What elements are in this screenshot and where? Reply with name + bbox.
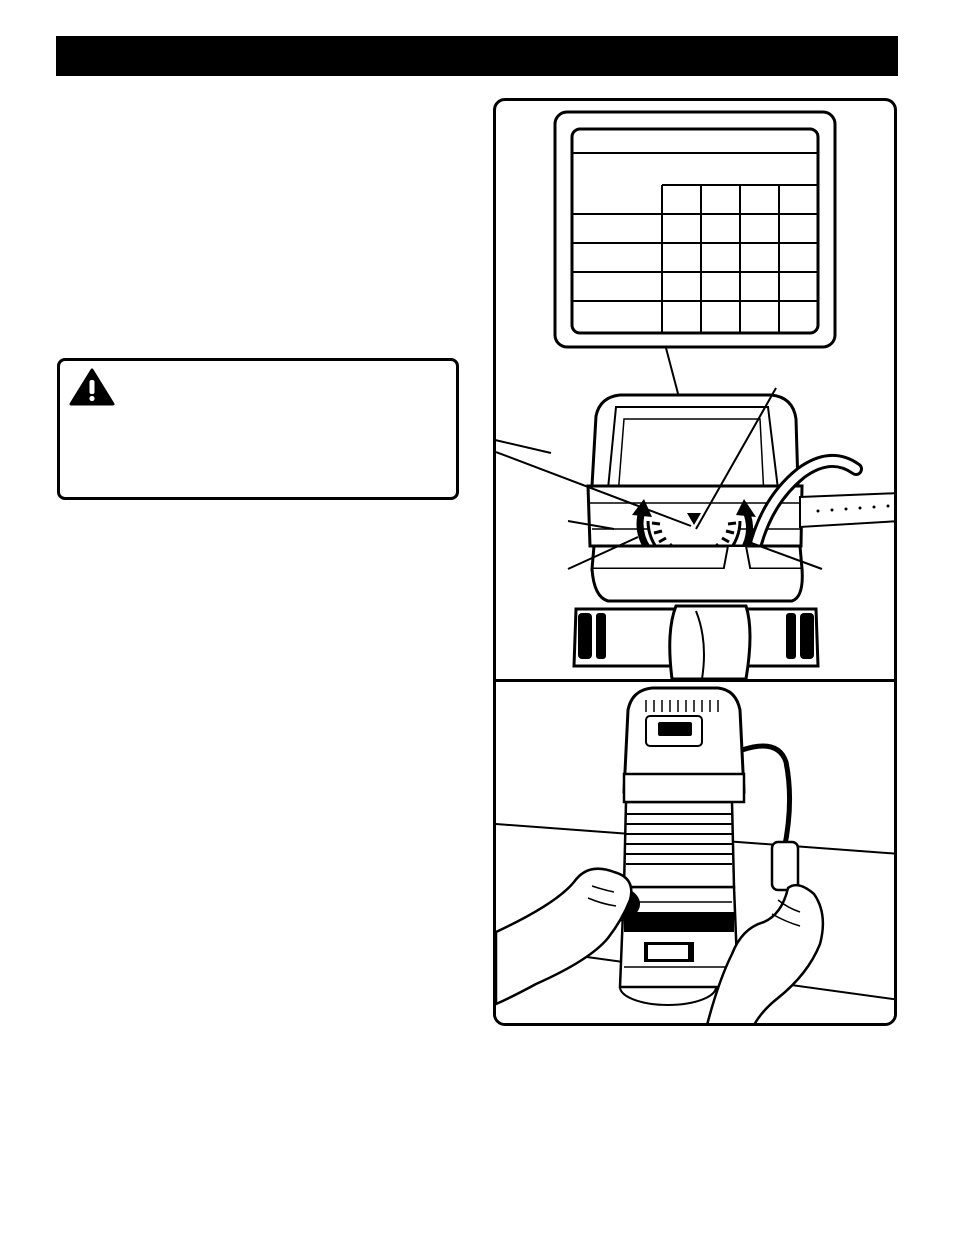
figure-divider xyxy=(496,679,894,682)
figure-frame xyxy=(493,98,897,1026)
section-header-bar xyxy=(56,36,898,76)
router-in-use-illustration xyxy=(496,686,894,1023)
speed-chart-table xyxy=(570,127,820,335)
cord-plug xyxy=(770,840,800,892)
speed-chart-grid xyxy=(572,152,818,333)
warning-triangle-icon xyxy=(69,368,115,406)
callout-leaders xyxy=(496,387,823,570)
arrow-right-icon xyxy=(736,499,756,517)
dial-pointer xyxy=(687,513,701,525)
warning-box xyxy=(57,358,459,500)
router-speed-dial-illustration xyxy=(496,110,894,679)
left-hand xyxy=(496,867,633,1006)
right-hand xyxy=(706,883,825,1023)
